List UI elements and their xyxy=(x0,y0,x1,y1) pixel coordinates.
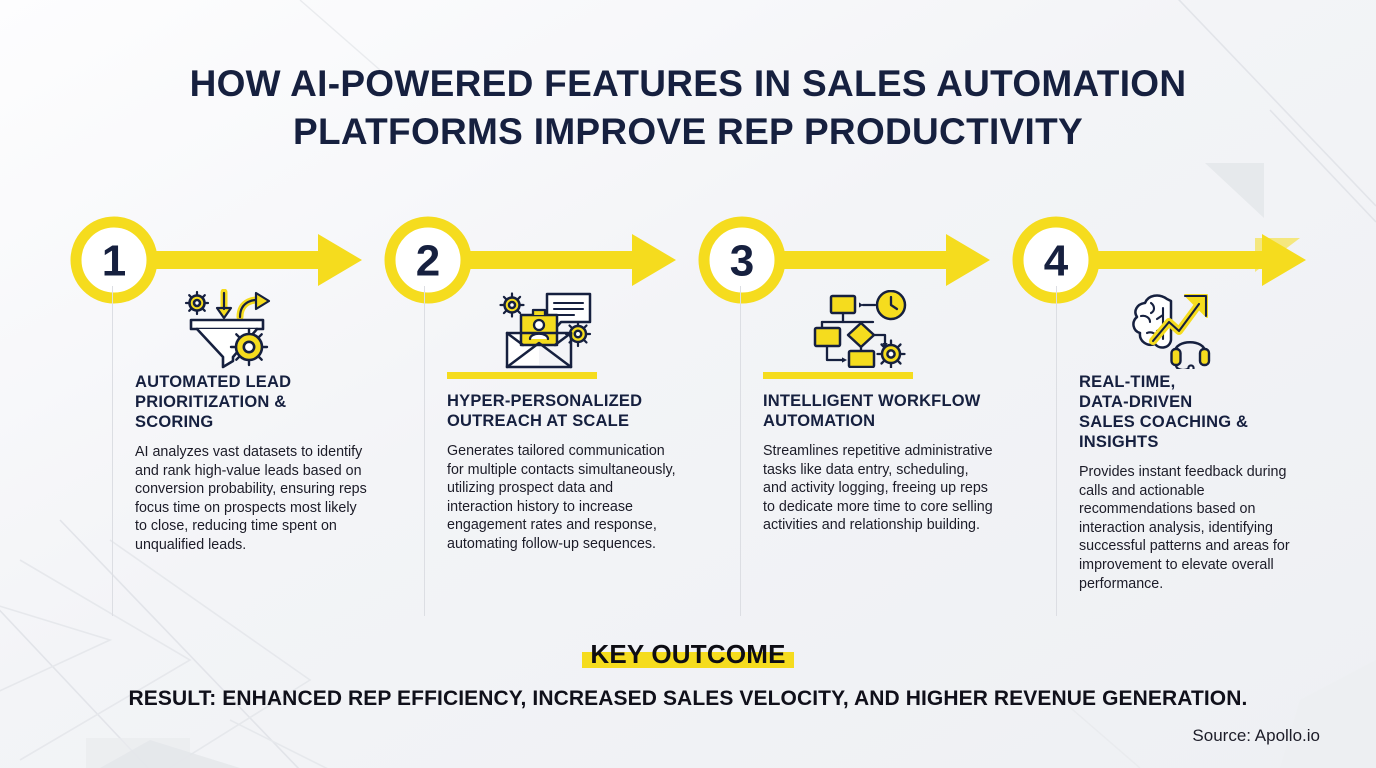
timeline-arrow-2 xyxy=(464,234,676,286)
step-heading-4: REAL-TIME, DATA-DRIVEN SALES COACHING & … xyxy=(1079,373,1249,451)
step-card-3: INTELLIGENT WORKFLOW AUTOMATION Streamli… xyxy=(740,286,1016,616)
timeline-arrow-3 xyxy=(778,234,990,286)
title-line-1: HOW AI-POWERED FEATURES IN SALES AUTOMAT… xyxy=(189,63,1187,104)
personalized-email-outreach-icon xyxy=(447,286,700,372)
step-card-1: AUTOMATED LEAD PRIORITIZATION & SCORING … xyxy=(112,286,388,616)
step-number-3: 3 xyxy=(730,237,754,286)
step-body-4: Provides instant feedback during calls a… xyxy=(1079,464,1290,592)
lead-funnel-gears-icon xyxy=(135,286,388,372)
step-heading-1: AUTOMATED LEAD PRIORITIZATION & SCORING xyxy=(135,373,292,431)
step-number-1: 1 xyxy=(102,237,126,286)
step-heading-3: INTELLIGENT WORKFLOW AUTOMATION xyxy=(763,392,981,430)
step-card-4: REAL-TIME, DATA-DRIVEN SALES COACHING & … xyxy=(1056,286,1332,616)
step-card-2: HYPER-PERSONALIZED OUTREACH AT SCALE Gen… xyxy=(424,286,700,616)
step-accent-bar-3 xyxy=(763,372,913,379)
step-body-2: Generates tailored communication for mul… xyxy=(447,443,676,552)
source-attribution: Source: Apollo.io xyxy=(1192,726,1320,745)
timeline-arrow-4 xyxy=(1092,234,1306,286)
result-statement: RESULT: ENHANCED REP EFFICIENCY, INCREAS… xyxy=(128,687,1248,710)
key-outcome-wrap: KEY OUTCOME xyxy=(0,638,1376,670)
steps-container: AUTOMATED LEAD PRIORITIZATION & SCORING … xyxy=(0,286,1376,616)
step-accent-bar-2 xyxy=(447,372,597,379)
step-number-2: 2 xyxy=(416,237,440,286)
brain-growth-arrow-headset-icon xyxy=(1079,286,1332,372)
title-line-2: PLATFORMS IMPROVE REP PRODUCTIVITY xyxy=(293,111,1083,152)
step-body-3: Streamlines repetitive administrative ta… xyxy=(763,443,993,534)
step-number-4: 4 xyxy=(1044,237,1069,286)
step-body-1: AI analyzes vast datasets to identify an… xyxy=(135,444,367,553)
timeline-arrow-1 xyxy=(150,234,362,286)
key-outcome-label: KEY OUTCOME xyxy=(582,638,794,670)
step-heading-2: HYPER-PERSONALIZED OUTREACH AT SCALE xyxy=(447,392,643,430)
workflow-flowchart-clock-gear-icon xyxy=(763,286,1016,372)
key-outcome-text: KEY OUTCOME xyxy=(590,639,786,669)
page-title: HOW AI-POWERED FEATURES IN SALES AUTOMAT… xyxy=(0,60,1376,156)
